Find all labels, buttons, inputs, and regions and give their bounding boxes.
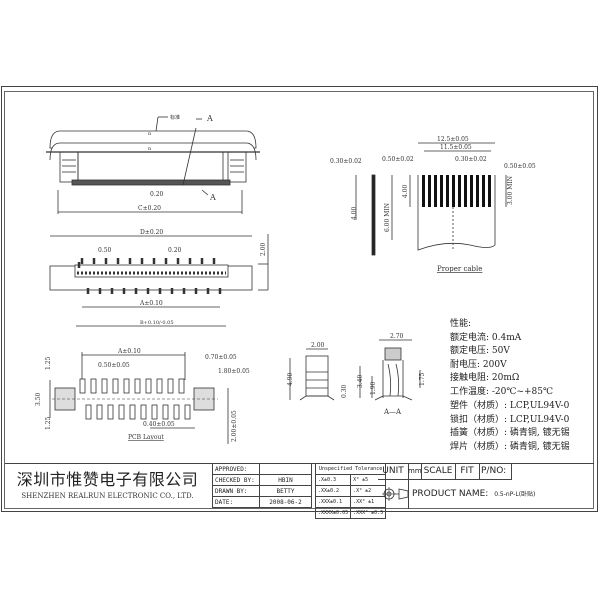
pad-width-label: 1.80±0.05 (218, 368, 250, 375)
company-name-cn: 深圳市惟赞电子有限公司 (16, 470, 199, 489)
pcb-bottom-margin-label: 1.25 (45, 416, 52, 430)
cable-inner-width: 11.5±0.05 (440, 144, 472, 151)
conductor-b: 0.30±0.02 (455, 156, 487, 163)
pad-space-label: 0.40±0.05 (143, 421, 175, 428)
first-angle-projection-icon (382, 487, 396, 501)
cable-thickness: 0.30±0.02 (330, 158, 362, 165)
date-label: DATE: (212, 496, 260, 508)
material-solder-tab: 焊片（材质）: 磷青铜, 镀无锡 (450, 441, 570, 452)
product-name-label: PRODUCT NAME: (412, 489, 489, 499)
tolerance-cell: .XX±0.2 (314, 485, 352, 497)
drawn-value: BETTY (259, 485, 312, 497)
section-marker-bottom: A (209, 193, 216, 202)
cable-min-length: 3.00 MIN (507, 176, 514, 205)
c-dimension-label: C±0.20 (138, 205, 161, 212)
cone-projection-icon (394, 488, 409, 500)
section-width: 2.70 (390, 333, 404, 340)
cable-total-width: 12.5±0.05 (437, 136, 469, 143)
checked-label: CHECKED BY: (212, 474, 260, 486)
conductor-a: 0.50±0.02 (382, 156, 414, 163)
spec-current: 额定电流: 0.4mA (450, 332, 522, 343)
scale-label: SCALE (421, 463, 456, 480)
section-inner: 1.90 (370, 381, 377, 395)
projection-symbol (378, 479, 409, 509)
pad-offset-label: 0.70±0.05 (205, 354, 237, 361)
cable-drawing (355, 142, 507, 256)
callout-label: 标准 (170, 114, 180, 121)
pcb-top-margin-label: 1.25 (45, 356, 52, 370)
cable-edge: 0.50±0.05 (504, 163, 536, 170)
section-view (359, 339, 421, 401)
section-right: 1.75 (419, 372, 426, 386)
product-name-value: 0.5-nP-L(卧贴) (494, 491, 536, 498)
pad-height-label: 2.00±0.05 (231, 410, 238, 442)
pno-label: P/NO: (479, 463, 512, 480)
pitch-label: 0.20 (150, 191, 164, 198)
approval-table: APPROVED: CHECKED BY:HBIN DRAWN BY:BETTY… (212, 463, 312, 508)
side-small: 0.30 (341, 384, 348, 398)
a-dimension-label: A±0.10 (139, 300, 163, 307)
spec-block: 性能: 额定电流: 0.4mA 额定电压: 50V 耐电压: 200V 接触电阻… (450, 318, 553, 399)
material-contact: 插簧（材质）: 磷青铜, 镀无锡 (450, 428, 570, 438)
b-dimension-label: B+0.10/-0.05 (140, 320, 174, 326)
n-label-1: n (148, 131, 152, 137)
pcb-pitch-label: 0.50±0.05 (98, 362, 130, 369)
cable-length-b: 6.00 MIN (384, 203, 391, 232)
approved-label: APPROVED: (212, 463, 260, 475)
approved-value (259, 463, 312, 475)
spec-voltage: 额定电压: 50V (450, 346, 510, 356)
checked-value: HBIN (259, 474, 312, 486)
cable-length-a: 4.00 (351, 206, 358, 220)
side-view (289, 348, 335, 401)
spec-title: 性能: (450, 319, 472, 329)
n-label-2: n (148, 146, 152, 152)
drawing-border-inner (4, 91, 594, 509)
material-lock: 锁扣（材质）: LCP,UL94V-0 (450, 414, 570, 425)
front-view (49, 234, 269, 327)
spec-temperature: 工作温度: -20℃~+85℃ (450, 386, 554, 397)
tolerance-cell: .XXX° ±0.5 (350, 507, 387, 519)
company-name-en: SHENZHEN REALRUN ELECTRONIC CO., LTD. (21, 492, 194, 500)
spec-withstand: 耐电压: 200V (450, 359, 507, 370)
side-height: 4.90 (287, 372, 294, 386)
unit-value: mm (408, 463, 422, 480)
d-dimension-label: D±0.20 (140, 229, 163, 236)
pitch-b-label: 0.20 (168, 247, 182, 254)
cable-exposed: 4.00 (402, 184, 409, 198)
spec-resistance: 接触电阻: 20mΩ (450, 373, 520, 383)
tolerance-cell: .XXXX±0.05 (314, 507, 352, 519)
pcb-height-label: 3.50 (35, 392, 42, 406)
unit-scale-block: UNIT mm SCALE FIT P/NO: PRODUCT NAME: 0.… (378, 463, 594, 509)
front-height-label: 2.00 (260, 242, 267, 256)
material-housing: 塑件（材质）: LCP,UL94V-0 (450, 401, 570, 411)
tolerance-cell: .X±0.3 (314, 474, 352, 486)
top-view (46, 116, 260, 214)
pcb-a-label: A±0.10 (117, 348, 141, 355)
drawn-label: DRAWN BY: (212, 485, 260, 497)
scale-value: FIT (455, 463, 480, 480)
section-marker-top: A (206, 114, 213, 123)
section-height: 3.40 (357, 374, 364, 388)
tolerance-cell: .XXX±0.1 (314, 496, 352, 508)
section-label: A—A (383, 408, 402, 416)
side-width: 2.00 (311, 342, 325, 349)
drawing-border-outer (1, 86, 598, 512)
cable-title: Proper cable (437, 265, 482, 273)
product-name-row: PRODUCT NAME: 0.5-nP-L(卧贴) (412, 489, 535, 499)
pcb-layout-title: PCB Layout (128, 434, 164, 441)
pcb-layout (49, 352, 229, 444)
unit-label: UNIT (378, 463, 409, 480)
pitch-a-label: 0.50 (98, 247, 112, 254)
date-value: 2008-06-2 (259, 496, 312, 508)
company-block: 深圳市惟赞电子有限公司 SHENZHEN REALRUN ELECTRONIC … (10, 466, 205, 500)
material-block: 塑件（材质）: LCP,UL94V-0 锁扣（材质）: LCP,UL94V-0 … (450, 400, 570, 454)
tolerance-header: Unspecified Tolerance (314, 463, 387, 475)
